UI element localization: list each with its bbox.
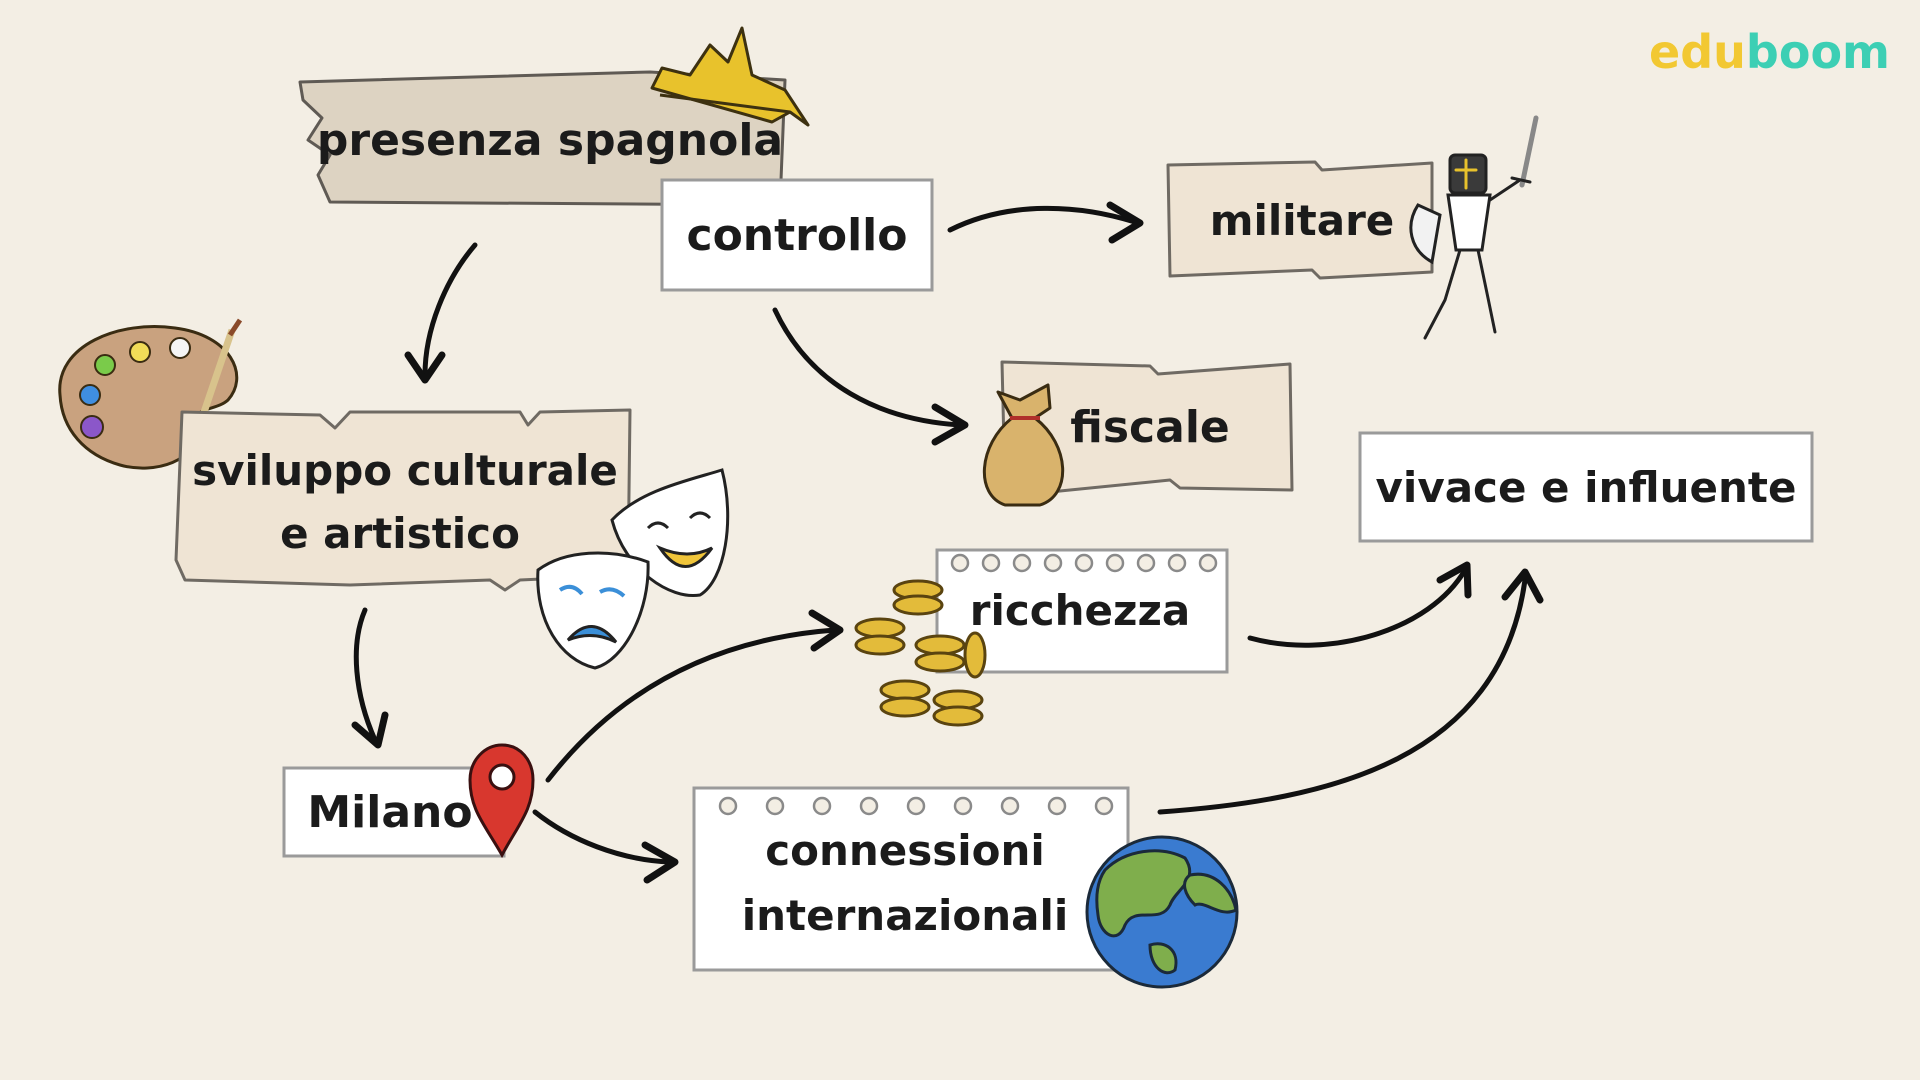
node-controllo: controllo bbox=[660, 178, 934, 292]
node-vivace-e-influente: vivace e influente bbox=[1358, 431, 1814, 543]
notepad-hole bbox=[1043, 553, 1063, 573]
arrowhead bbox=[1106, 201, 1144, 244]
node-label-line2: internazionali bbox=[742, 891, 1069, 940]
notepad-hole bbox=[953, 796, 973, 816]
card-shape bbox=[660, 178, 934, 292]
money-bag-icon bbox=[983, 383, 1065, 507]
arrow-controllo-to-militare bbox=[947, 205, 1138, 233]
arrow-sviluppo-to-milano bbox=[353, 607, 378, 743]
node-militare: militare bbox=[1166, 160, 1434, 280]
node-label: fiscale bbox=[1070, 402, 1230, 453]
notepad-hole bbox=[950, 553, 970, 573]
notepad-hole bbox=[1000, 796, 1020, 816]
node-label: militare bbox=[1210, 196, 1395, 245]
crown-icon bbox=[650, 26, 810, 127]
node-sviluppo-culturale: sviluppo culturale e artistico bbox=[174, 408, 632, 592]
notepad-hole bbox=[1167, 553, 1187, 573]
node-label: presenza spagnola bbox=[317, 115, 783, 166]
arrowhead bbox=[1501, 568, 1544, 604]
node-label: Milano bbox=[307, 787, 472, 838]
notepad-hole bbox=[718, 796, 738, 816]
notepad-hole bbox=[1198, 553, 1218, 573]
notepad-hole bbox=[812, 796, 832, 816]
notepad-hole bbox=[1012, 553, 1032, 573]
node-label: vivace e influente bbox=[1376, 463, 1797, 512]
connector-arrows bbox=[351, 201, 1544, 884]
notepad-hole bbox=[906, 796, 926, 816]
notepad-hole bbox=[859, 796, 879, 816]
brand-part-boom: boom bbox=[1746, 25, 1890, 79]
arrow-ricchezza-to-vivace bbox=[1247, 567, 1468, 648]
node-label-line2: e artistico bbox=[280, 509, 520, 558]
node-label-line1: sviluppo culturale bbox=[192, 446, 618, 495]
knight-icon bbox=[1409, 115, 1539, 340]
arrow-connessioni-to-vivace bbox=[1157, 577, 1528, 815]
node-presenza-spagnola: presenza spagnola bbox=[298, 70, 787, 207]
node-label: controllo bbox=[687, 210, 908, 261]
arrow-controllo-to-fiscale bbox=[772, 307, 963, 428]
notepad-hole bbox=[981, 553, 1001, 573]
coins-icon bbox=[854, 579, 987, 727]
brand-logo: eduboom bbox=[1649, 25, 1890, 79]
notepad-hole bbox=[1074, 553, 1094, 573]
arrowhead bbox=[404, 351, 446, 384]
parchment-shape bbox=[1166, 160, 1434, 280]
node-label-line1: connessioni bbox=[765, 826, 1045, 875]
card-shape bbox=[1358, 431, 1814, 543]
node-fiscale: fiscale bbox=[1000, 360, 1294, 494]
arrow-milano-to-ricchezza bbox=[545, 627, 838, 783]
arrowhead bbox=[641, 841, 679, 884]
arrowhead bbox=[1436, 561, 1472, 599]
notepad-hole bbox=[765, 796, 785, 816]
globe-icon bbox=[1085, 835, 1239, 989]
notepad-hole bbox=[1047, 796, 1067, 816]
arrowhead bbox=[351, 711, 389, 749]
parchment-shape bbox=[174, 408, 632, 592]
arrow-milano-to-connessioni bbox=[532, 809, 673, 865]
node-milano: Milano bbox=[282, 766, 506, 858]
notepad-holes bbox=[950, 553, 1218, 573]
card-shape bbox=[282, 766, 506, 858]
arrowhead bbox=[808, 609, 844, 652]
notepad-hole bbox=[1105, 553, 1125, 573]
node-label: ricchezza bbox=[970, 586, 1191, 635]
notepad-hole bbox=[1094, 796, 1114, 816]
notepad-holes bbox=[718, 796, 1114, 816]
arrow-presenza-to-sviluppo bbox=[422, 242, 478, 378]
card-shape bbox=[692, 786, 1130, 972]
brand-part-edu: edu bbox=[1649, 25, 1746, 79]
map-pin-icon bbox=[468, 743, 535, 859]
arrowhead bbox=[931, 403, 969, 446]
notepad-hole bbox=[1136, 553, 1156, 573]
node-connessioni-internazionali: connessioni internazionali bbox=[692, 786, 1130, 972]
theatre-masks-icon bbox=[536, 468, 730, 670]
